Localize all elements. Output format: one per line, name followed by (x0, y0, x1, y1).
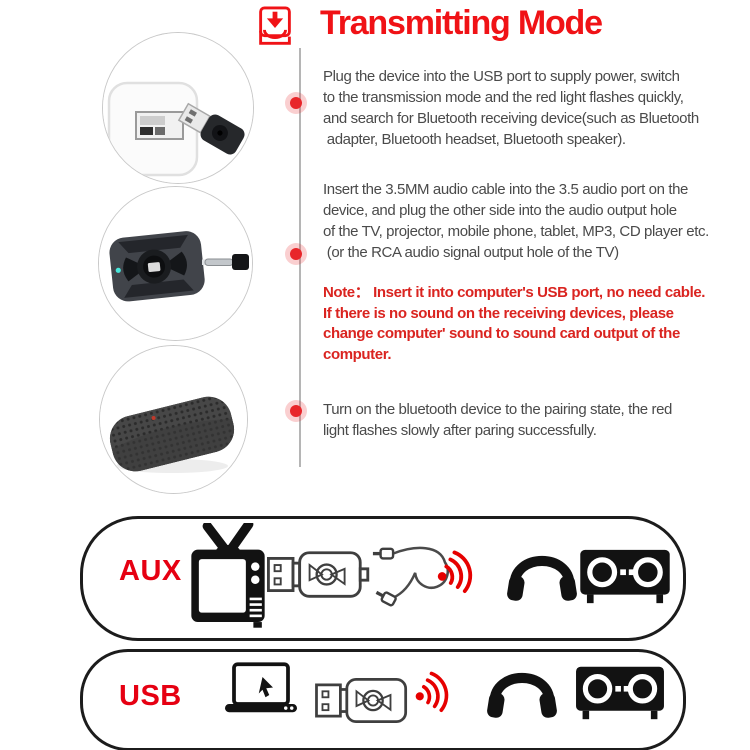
note-text: Note： Insert it into computer's USB port… (323, 284, 706, 363)
stereo-speaker-icon (579, 547, 671, 606)
step-bullet-1 (290, 97, 302, 109)
usb-adapter-with-dongle-photo (102, 32, 254, 184)
page-title: Transmitting Mode (320, 4, 603, 42)
aux-mode-label: AUX (119, 555, 182, 587)
aux-mode-panel: AUX (80, 516, 686, 641)
step-bullet-2 (290, 248, 302, 260)
laptop-icon (219, 662, 303, 716)
step-bullet-3 (290, 405, 302, 417)
wireless-signal-icon (435, 549, 475, 597)
headphones-icon (507, 541, 577, 607)
usb-transmitter-with-aux-nub-icon (267, 545, 373, 604)
download-tray-icon (252, 5, 298, 51)
step-text-2: Insert the 3.5MM audio cable into the 3.… (323, 181, 709, 261)
headphones-icon (487, 658, 557, 724)
bluetooth-speaker-photo (99, 345, 248, 494)
stereo-speaker-icon (575, 664, 665, 722)
transmitter-with-aux-jack-photo (98, 186, 253, 341)
step-text-1: Plug the device into the USB port to sup… (323, 68, 699, 148)
tv-icon (181, 523, 275, 629)
usb-transmitter-icon (315, 672, 409, 729)
usb-mode-label: USB (119, 680, 182, 712)
step-text-3: Turn on the bluetooth device to the pair… (323, 401, 672, 439)
aux-cable-loop-icon (371, 539, 467, 621)
usb-mode-panel: USB (80, 649, 686, 750)
wireless-signal-icon (413, 670, 451, 716)
